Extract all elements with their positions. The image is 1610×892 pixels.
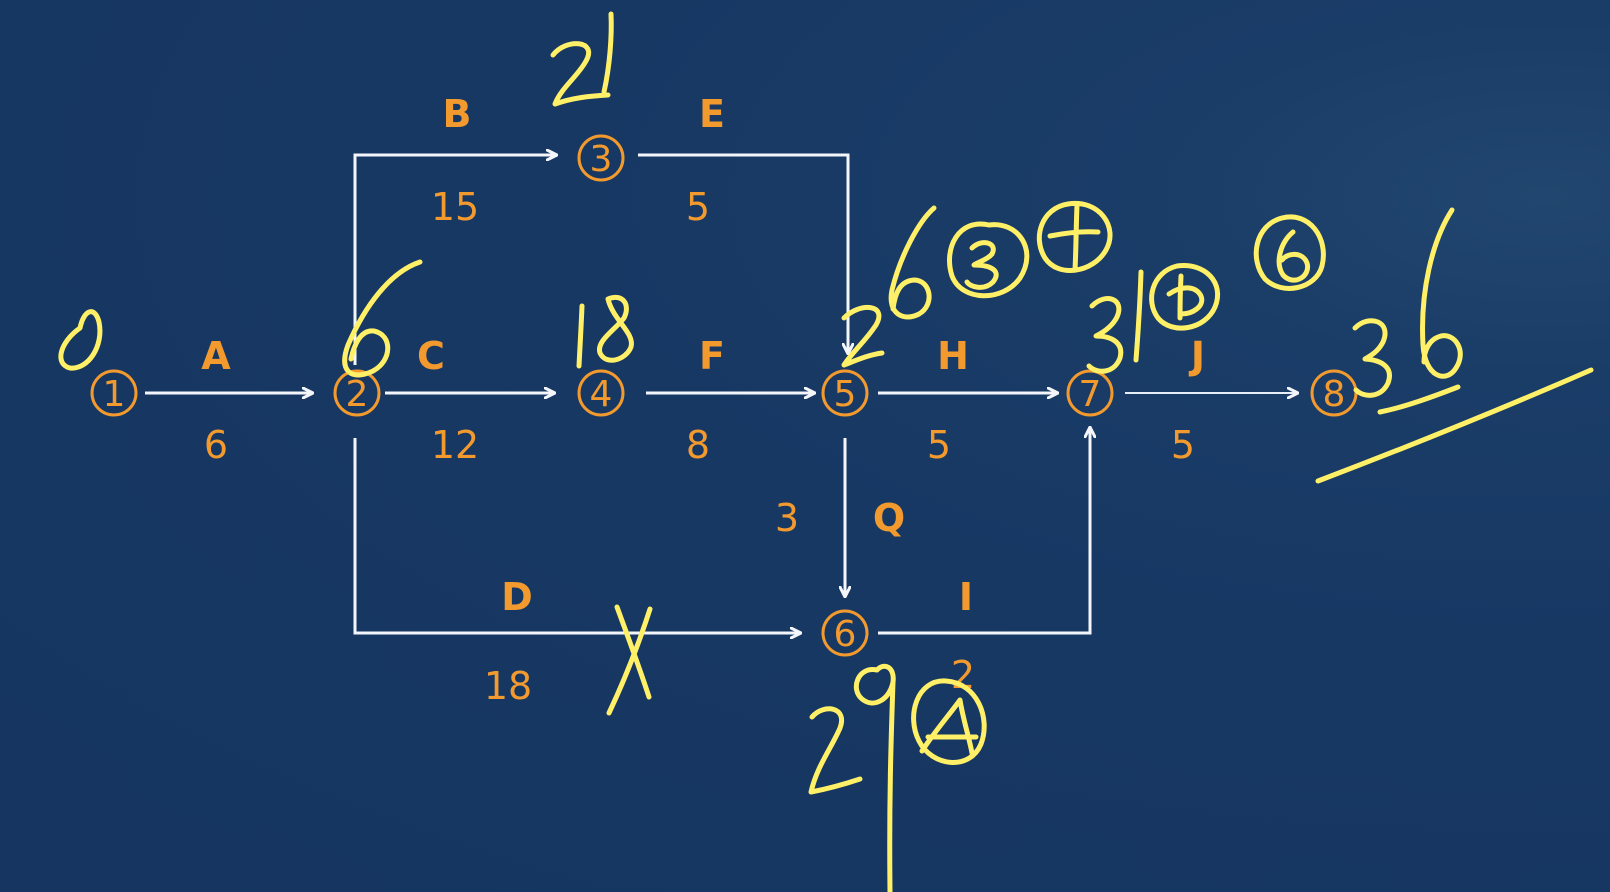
handwritten-18 [576, 294, 634, 369]
activity-f-label: F [699, 334, 725, 378]
activity-i-label: I [959, 575, 973, 619]
handwritten-circled-4 [1036, 200, 1113, 273]
activity-h-duration: 5 [927, 423, 951, 467]
node-label: 5 [834, 374, 857, 415]
handwritten-31 [1086, 269, 1144, 374]
activity-h-label: H [937, 334, 969, 378]
activity-b-label: B [443, 92, 472, 136]
handwritten-36 [1352, 207, 1463, 398]
handwritten-36-underline [1377, 384, 1461, 415]
node-label: 2 [346, 374, 369, 415]
handwritten-annotations [58, 11, 1594, 892]
node-4: 4 [577, 369, 625, 417]
edge-b [353, 155, 556, 365]
activity-j-label: J [1188, 334, 1205, 378]
node-label: 7 [1079, 374, 1102, 415]
node-3: 3 [577, 134, 625, 182]
activity-a-label: A [201, 334, 231, 378]
handwritten-6 [342, 259, 423, 378]
node-label: 1 [103, 374, 126, 415]
handwritten-cross-d [606, 604, 653, 716]
node-8: 8 [1310, 369, 1358, 417]
activity-e-label: E [699, 92, 725, 136]
edge-i [878, 428, 1090, 635]
handwritten-circled-5 [1149, 263, 1221, 331]
handwritten-26 [841, 205, 937, 368]
edge-d [353, 438, 800, 633]
activity-j-duration: 5 [1171, 423, 1195, 467]
node-7: 7 [1066, 369, 1114, 417]
handwritten-0 [58, 309, 103, 371]
handwritten-circled-3 [947, 221, 1030, 299]
activity-d-duration: 18 [484, 664, 532, 708]
node-label: 8 [1323, 374, 1346, 415]
node-label: 3 [590, 139, 613, 180]
node-label: 4 [590, 374, 613, 415]
activity-q-duration: 3 [775, 496, 799, 540]
activity-d-label: D [501, 575, 533, 619]
activity-q-label: Q [873, 496, 905, 540]
activity-a-duration: 6 [204, 423, 228, 467]
handwritten-long-line [1315, 367, 1594, 484]
activity-e-duration: 5 [686, 185, 710, 229]
activity-c-duration: 12 [431, 423, 479, 467]
node-5: 5 [821, 369, 869, 417]
node-label: 6 [834, 614, 857, 655]
edge-e [638, 153, 848, 353]
activity-f-duration: 8 [686, 423, 710, 467]
handwritten-circled-sign [911, 678, 987, 765]
activity-c-label: C [417, 334, 445, 378]
handwritten-21 [550, 11, 614, 107]
node-2: 2 [333, 369, 381, 417]
node-1: 1 [90, 369, 138, 417]
handwritten-circled-6 [1253, 214, 1326, 291]
activity-b-duration: 15 [431, 185, 479, 229]
handwritten-29 [808, 663, 896, 892]
node-6: 6 [821, 609, 869, 657]
